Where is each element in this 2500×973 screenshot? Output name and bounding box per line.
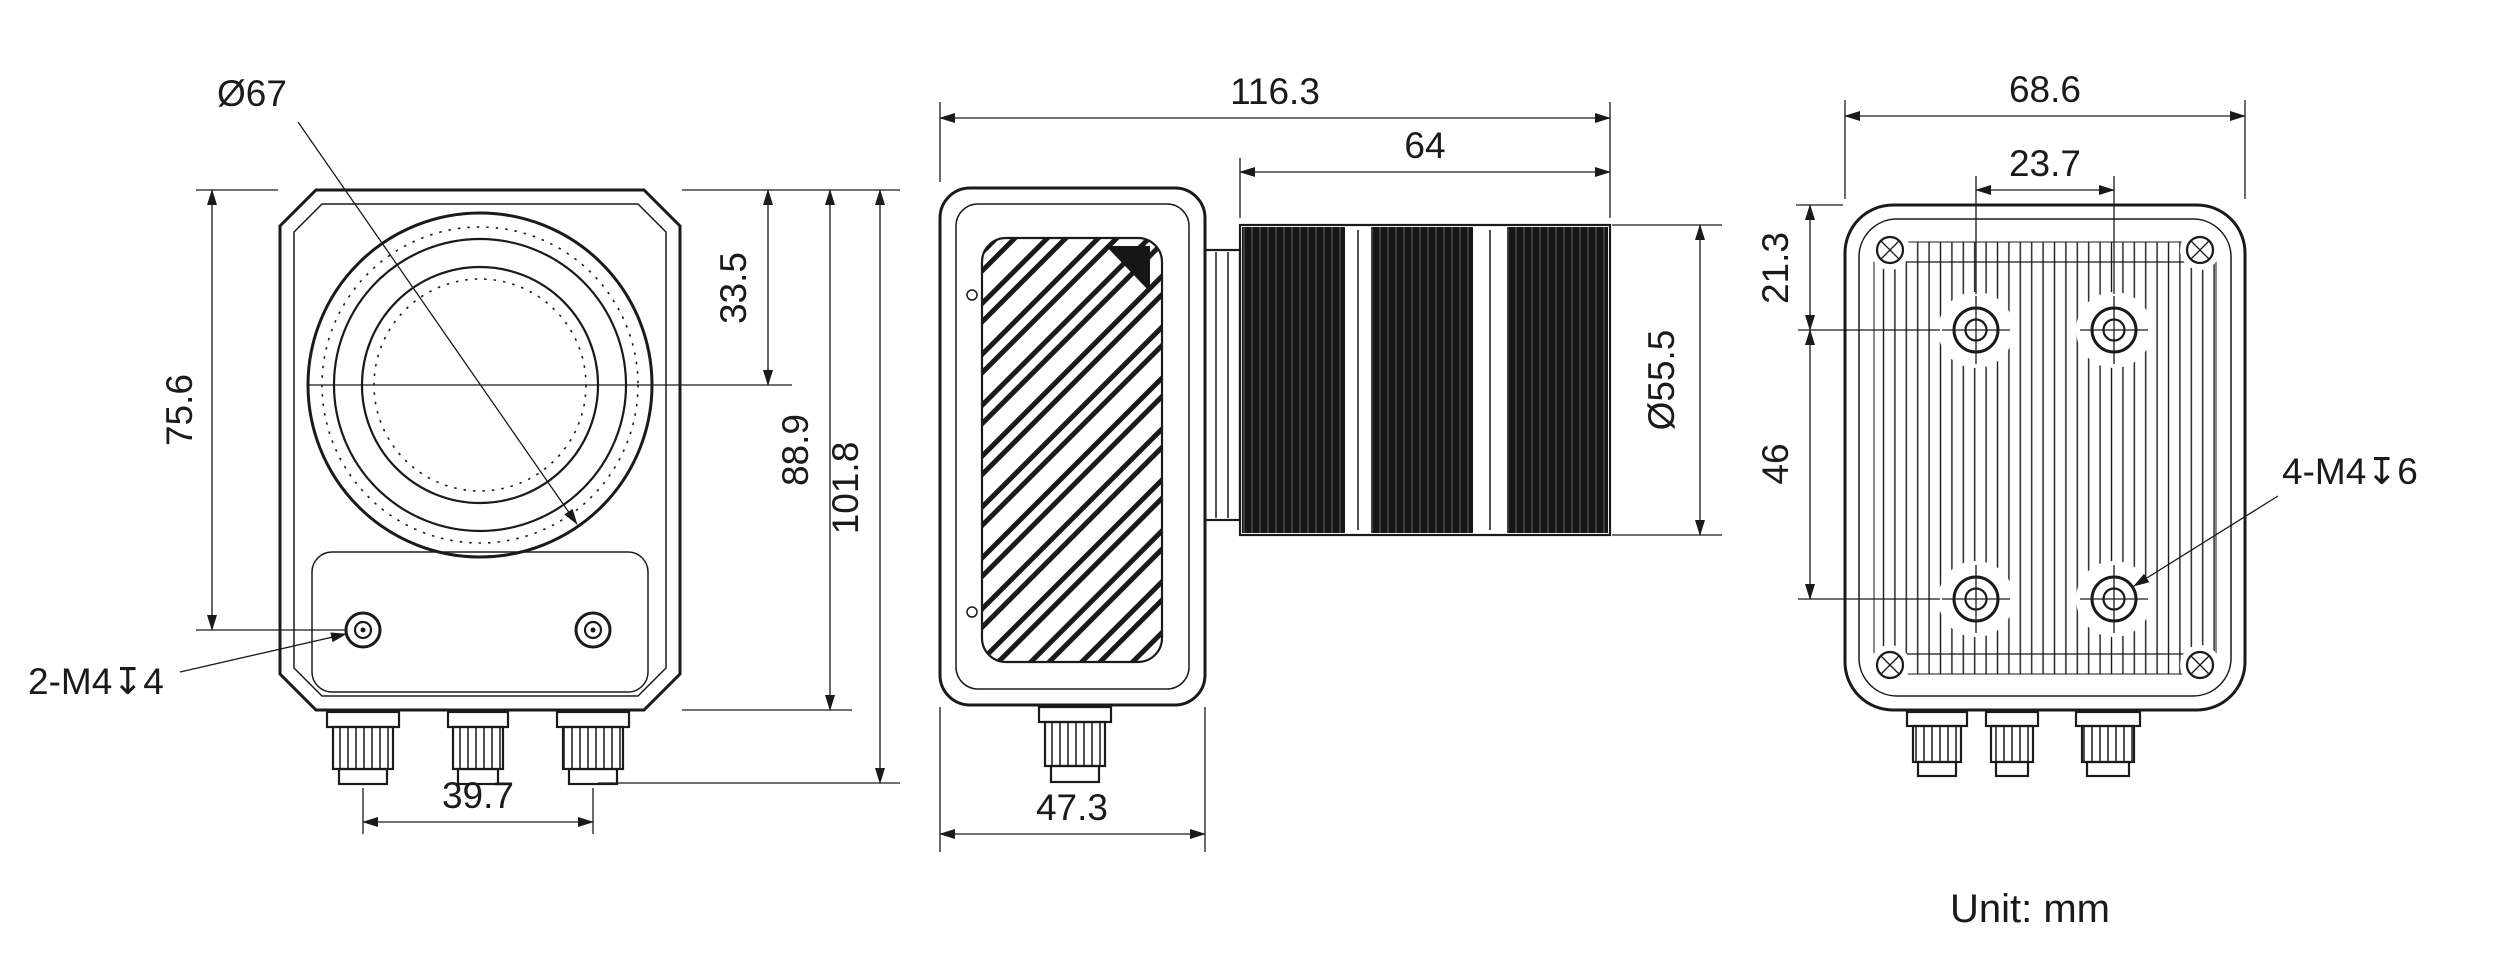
unit-label: Unit: mm	[1950, 887, 2110, 931]
front-body-outline	[278, 188, 682, 712]
back-corner-screws	[1875, 235, 2215, 680]
dim-front-lens-diameter: Ø67	[217, 73, 578, 525]
dim-label-side-lens-diameter: Ø55.5	[1641, 330, 1682, 431]
dim-back-body-width: 68.6	[1844, 69, 2246, 199]
front-connector-left	[325, 710, 401, 786]
back-heatsink-fins	[1873, 241, 2217, 675]
dim-label-body-height: 88.9	[775, 414, 816, 486]
side-lens-mount	[1203, 248, 1242, 522]
side-led-window	[1106, 246, 1150, 292]
dim-label-body-width: 68.6	[2009, 69, 2081, 110]
dim-label-top-to-center: 33.5	[713, 252, 754, 324]
dim-side-lens-diameter: Ø55.5	[1612, 224, 1722, 536]
dim-side-overall-length: 116.3	[939, 71, 1611, 218]
side-pin-bottom	[966, 606, 978, 618]
dim-front-screw-spacing: 39.7	[362, 775, 594, 834]
dim-label-overall-length: 116.3	[1230, 71, 1320, 112]
back-mounting-holes	[1942, 296, 2148, 633]
front-bottom-plate	[311, 551, 649, 693]
dim-front-top-to-center: 33.5	[713, 189, 773, 386]
side-pin-top	[966, 289, 978, 301]
callout-back-screws: 4-M4↧6	[2133, 451, 2418, 587]
dim-label-center-height: 75.6	[159, 374, 200, 446]
dim-label-back-screw-callout: 4-M4↧6	[2282, 451, 2418, 492]
dim-side-body-depth: 47.3	[939, 707, 1206, 852]
side-lens-barrel	[1238, 223, 1612, 537]
dim-back-hole-spacing-vertical: 46	[1755, 329, 1940, 600]
dim-back-hole-spacing-horizontal: 23.7	[1975, 143, 2115, 294]
dim-back-top-to-hole: 21.3	[1755, 204, 1940, 331]
dim-front-overall-height: 101.8	[598, 189, 900, 784]
side-connector	[1037, 705, 1113, 784]
dim-front-body-height: 88.9	[682, 189, 852, 711]
dim-label-body-depth: 47.3	[1036, 787, 1108, 828]
dim-label-lens-length: 64	[1404, 125, 1445, 166]
back-body-inner-outline	[1858, 218, 2232, 697]
dim-label-overall-height: 101.8	[825, 442, 866, 535]
dim-label-front-screw-callout: 2-M4↧4	[28, 661, 164, 702]
side-view: 116.3 64 Ø55.5 47.3	[938, 71, 1722, 852]
dim-label-lens-diameter: Ø67	[217, 73, 287, 114]
callout-front-screws: 2-M4↧4	[28, 632, 347, 702]
front-connector-middle	[446, 710, 510, 786]
side-rib-panel	[980, 236, 1164, 664]
front-view: Ø67 75.6 33.5 88.9 101.8	[28, 73, 900, 834]
front-screw-right	[574, 611, 612, 649]
back-view: 68.6 23.7 21.3 46 4-M4↧6	[1755, 69, 2418, 778]
back-connectors	[1905, 710, 2142, 778]
dim-label-hole-spacing-horizontal: 23.7	[2009, 143, 2081, 184]
dim-side-lens-length: 64	[1239, 125, 1611, 218]
front-connector-right	[555, 710, 631, 786]
dim-label-hole-spacing-vertical: 46	[1755, 443, 1796, 484]
side-body-inner-outline	[955, 203, 1190, 690]
front-screw-left	[344, 611, 382, 649]
front-body-inner-outline	[293, 203, 667, 697]
dim-label-screw-spacing: 39.7	[442, 775, 514, 816]
dim-label-top-to-hole: 21.3	[1755, 232, 1796, 304]
dim-front-center-height: 75.6	[159, 189, 345, 631]
